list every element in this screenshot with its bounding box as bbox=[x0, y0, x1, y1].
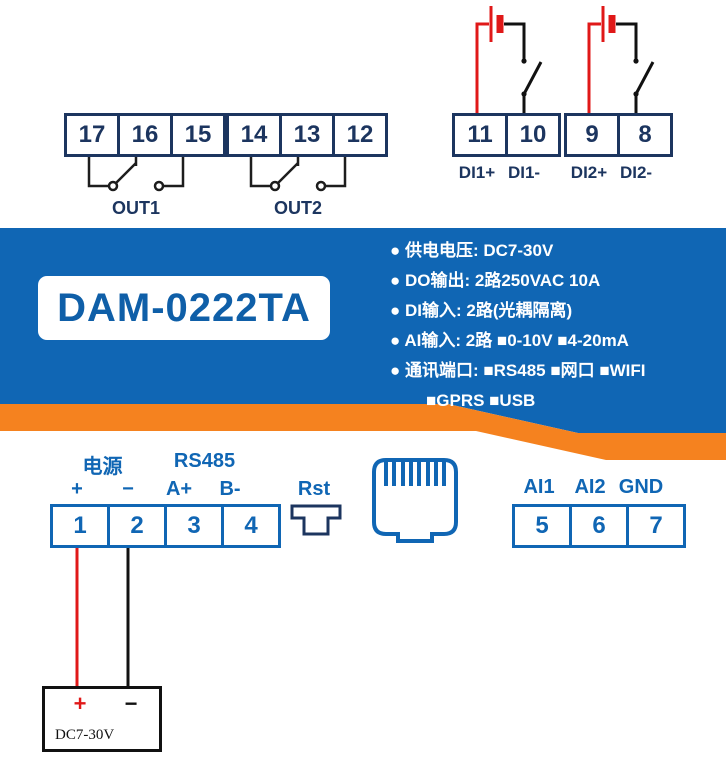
terminal-6: 6 bbox=[569, 504, 629, 548]
terminal-strip-9-8: 9 8 bbox=[564, 113, 673, 157]
terminal-strip-17-15: 17 16 15 bbox=[64, 113, 226, 157]
terminal-strip-11-10: 11 10 bbox=[452, 113, 561, 157]
label-power: 电源 bbox=[82, 456, 123, 478]
label-out1: OUT1 bbox=[111, 198, 160, 218]
label-rst: Rst bbox=[297, 478, 331, 500]
label-di2-plus: DI2+ bbox=[570, 163, 608, 182]
label-ai2: AI2 bbox=[574, 476, 606, 498]
label-di2-minus: DI2- bbox=[619, 163, 653, 182]
terminal-13: 13 bbox=[279, 113, 335, 157]
dc-source-box: + − DC7-30V bbox=[42, 686, 162, 752]
label-ai1: AI1 bbox=[523, 476, 555, 498]
terminal-5: 5 bbox=[512, 504, 572, 548]
label-out2: OUT2 bbox=[273, 198, 322, 218]
label-rs485: RS485 bbox=[173, 450, 236, 472]
terminal-3: 3 bbox=[164, 504, 224, 548]
spec-do: ● DO输出: 2路250VAC 10A bbox=[390, 271, 601, 290]
relay-out2-icon bbox=[249, 151, 347, 192]
terminal-4: 4 bbox=[221, 504, 281, 548]
terminal-14: 14 bbox=[226, 113, 282, 157]
spec-power: ● 供电电压: DC7-30V bbox=[390, 241, 554, 260]
label-minus: − bbox=[122, 478, 134, 500]
terminal-strip-1-4: 1 2 3 4 bbox=[50, 504, 281, 548]
terminal-1: 1 bbox=[50, 504, 110, 548]
terminal-16: 16 bbox=[117, 113, 173, 157]
label-di1-minus: DI1- bbox=[507, 163, 541, 182]
spec-comm: ● 通讯端口: ■RS485 ■网口 ■WIFI bbox=[390, 361, 646, 380]
rst-button-icon bbox=[290, 504, 342, 536]
orange-stripe bbox=[0, 404, 726, 460]
label-plus: + bbox=[71, 478, 83, 500]
ethernet-port-icon bbox=[372, 458, 458, 543]
switch1-icon bbox=[522, 61, 543, 95]
terminal-8: 8 bbox=[617, 113, 673, 157]
terminal-9: 9 bbox=[564, 113, 620, 157]
spec-list: ● 供电电压: DC7-30V ● DO输出: 2路250VAC 10A ● D… bbox=[390, 240, 722, 420]
label-di1-plus: DI1+ bbox=[458, 163, 496, 182]
power-wires bbox=[75, 542, 130, 687]
spec-ai: ● AI输入: 2路 ■0-10V ■4-20mA bbox=[390, 331, 629, 350]
terminal-17: 17 bbox=[64, 113, 120, 157]
terminal-15: 15 bbox=[170, 113, 226, 157]
model-name: DAM-0222TA bbox=[57, 285, 311, 330]
dc-source-minus: − bbox=[124, 691, 138, 716]
terminal-2: 2 bbox=[107, 504, 167, 548]
spec-di: ● DI输入: 2路(光耦隔离) bbox=[390, 301, 573, 320]
switch2-icon bbox=[634, 61, 655, 95]
terminal-10: 10 bbox=[505, 113, 561, 157]
di2-circuit bbox=[587, 6, 655, 113]
terminal-12: 12 bbox=[332, 113, 388, 157]
dc-source-label: DC7-30V bbox=[55, 727, 115, 743]
terminal-strip-5-7: 5 6 7 bbox=[512, 504, 686, 548]
terminal-7: 7 bbox=[626, 504, 686, 548]
label-b-minus: B- bbox=[219, 478, 241, 500]
terminal-11: 11 bbox=[452, 113, 508, 157]
label-a-plus: A+ bbox=[165, 478, 193, 500]
terminal-strip-14-12: 14 13 12 bbox=[226, 113, 388, 157]
model-nameplate: DAM-0222TA bbox=[38, 276, 330, 340]
label-gnd: GND bbox=[618, 476, 664, 498]
spec-comm-2: ■GPRS ■USB bbox=[426, 391, 536, 410]
dc-source-plus: + bbox=[73, 691, 87, 716]
di1-circuit bbox=[475, 6, 543, 113]
